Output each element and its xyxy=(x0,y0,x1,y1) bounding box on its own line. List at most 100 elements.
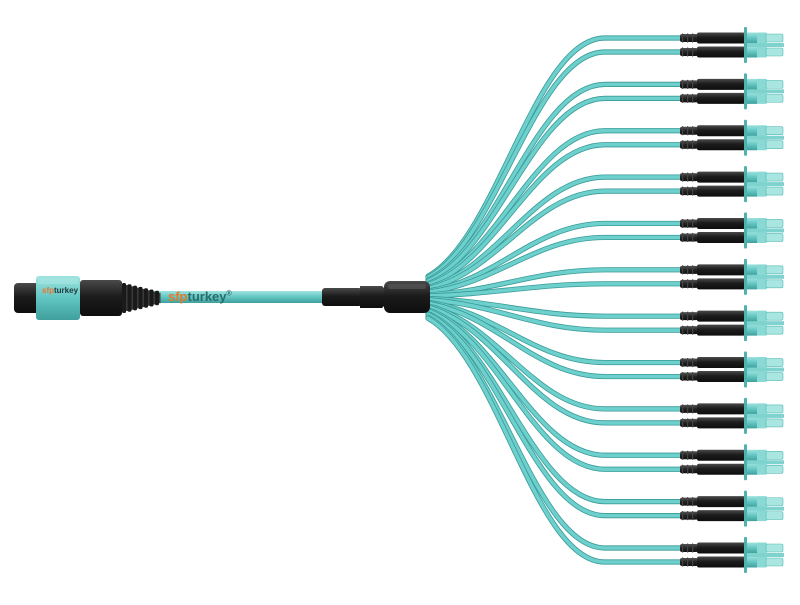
lc-body xyxy=(697,449,745,461)
lc-body xyxy=(697,496,745,508)
mpo-body xyxy=(80,280,122,316)
fanout-leg xyxy=(426,282,684,298)
lc-ferrule-cap xyxy=(757,417,767,429)
fanout-leg xyxy=(426,305,684,425)
fanout-leg xyxy=(426,50,684,280)
lc-boot xyxy=(680,418,698,427)
lc-boot xyxy=(680,404,698,413)
lc-ferrule-cap xyxy=(757,310,767,322)
connector-brand-label: sfpturkey xyxy=(42,286,79,295)
boot-rib xyxy=(122,283,126,313)
lc-latch xyxy=(744,351,747,388)
lc-ferrule-cap xyxy=(757,217,767,229)
lc-body xyxy=(697,32,745,44)
lc-latch xyxy=(744,397,747,434)
lc-latch xyxy=(744,27,747,63)
fanout-leg xyxy=(426,301,684,379)
lc-body xyxy=(697,231,745,243)
lc-ferrule-cap xyxy=(757,403,767,415)
lc-ferrule-cap xyxy=(757,185,767,197)
lc-ferrule-cap xyxy=(757,92,767,104)
lc-body xyxy=(697,371,745,383)
lc-aqua-housing xyxy=(744,449,758,461)
lc-aqua-housing xyxy=(744,139,758,151)
lc-dust-cap xyxy=(765,543,784,553)
lc-aqua-housing xyxy=(744,278,758,290)
lc-boot xyxy=(680,451,698,460)
lc-body xyxy=(697,463,745,475)
lc-dust-cap xyxy=(765,47,784,57)
lc-ferrule-cap xyxy=(757,556,767,568)
lc-duplex-connector xyxy=(680,397,784,434)
lc-body xyxy=(697,357,745,369)
lc-body xyxy=(697,78,745,90)
trunk-cable xyxy=(150,291,330,303)
lc-aqua-housing xyxy=(744,32,758,44)
furcation-block xyxy=(322,281,430,313)
lc-aqua-housing xyxy=(744,542,758,554)
boot-rib xyxy=(149,289,154,307)
lc-duplex-clip xyxy=(744,367,784,372)
lc-duplex-clip xyxy=(744,321,784,326)
lc-duplex-clip xyxy=(744,274,784,279)
lc-duplex-clip xyxy=(744,413,784,418)
lc-duplex-connector xyxy=(680,212,784,249)
fanout-leg xyxy=(426,96,684,283)
lc-ferrule-cap xyxy=(757,510,767,522)
lc-body xyxy=(697,278,745,290)
lc-duplex-connector xyxy=(680,490,784,527)
lc-latch xyxy=(744,444,747,481)
lc-dust-cap xyxy=(765,265,784,275)
lc-body xyxy=(697,510,745,522)
lc-duplex-clip xyxy=(744,228,784,233)
lc-boot xyxy=(680,511,698,520)
lc-dust-cap xyxy=(765,219,784,228)
lc-ferrule-cap xyxy=(757,231,767,243)
lc-aqua-housing xyxy=(744,371,758,383)
lc-latch xyxy=(744,537,747,573)
boot-rib xyxy=(127,284,132,312)
lc-aqua-housing xyxy=(744,417,758,429)
lc-dust-cap xyxy=(765,372,784,381)
lc-aqua-housing xyxy=(744,403,758,415)
lc-duplex-clip xyxy=(744,135,784,140)
lc-dust-cap xyxy=(765,557,784,567)
lc-duplex-connector xyxy=(680,351,784,388)
lc-aqua-housing xyxy=(744,556,758,568)
lc-boot xyxy=(680,126,698,135)
lc-body xyxy=(697,542,745,554)
lc-body xyxy=(697,185,745,197)
lc-body xyxy=(697,92,745,104)
lc-body xyxy=(697,139,745,151)
lc-dust-cap xyxy=(765,311,784,321)
lc-boot xyxy=(680,279,698,288)
fanout-leg xyxy=(426,235,684,295)
lc-ferrule-cap xyxy=(757,139,767,151)
lc-latch xyxy=(744,490,747,527)
lc-aqua-housing xyxy=(744,125,758,137)
lc-duplex-clip xyxy=(744,553,784,557)
lc-duplex-connector xyxy=(680,119,784,156)
lc-latch xyxy=(744,305,747,342)
lc-latch xyxy=(744,73,747,110)
lc-ferrule-cap xyxy=(757,357,767,369)
lc-dust-cap xyxy=(765,140,784,150)
lc-duplex-clip xyxy=(744,460,784,465)
lc-boot xyxy=(680,173,698,182)
lc-dust-cap xyxy=(765,233,784,242)
lc-boot xyxy=(680,358,698,367)
lc-connector-array xyxy=(680,27,784,573)
lc-duplex-connector xyxy=(680,537,784,573)
lc-body xyxy=(697,217,745,229)
lc-ferrule-cap xyxy=(757,46,767,58)
lc-boot xyxy=(680,265,698,274)
lc-latch xyxy=(744,119,747,156)
lc-body xyxy=(697,264,745,276)
lc-aqua-housing xyxy=(744,510,758,522)
fanout-leg xyxy=(426,308,684,472)
lc-ferrule-cap xyxy=(757,463,767,475)
lc-boot xyxy=(680,34,698,42)
lc-duplex-clip xyxy=(744,43,784,47)
